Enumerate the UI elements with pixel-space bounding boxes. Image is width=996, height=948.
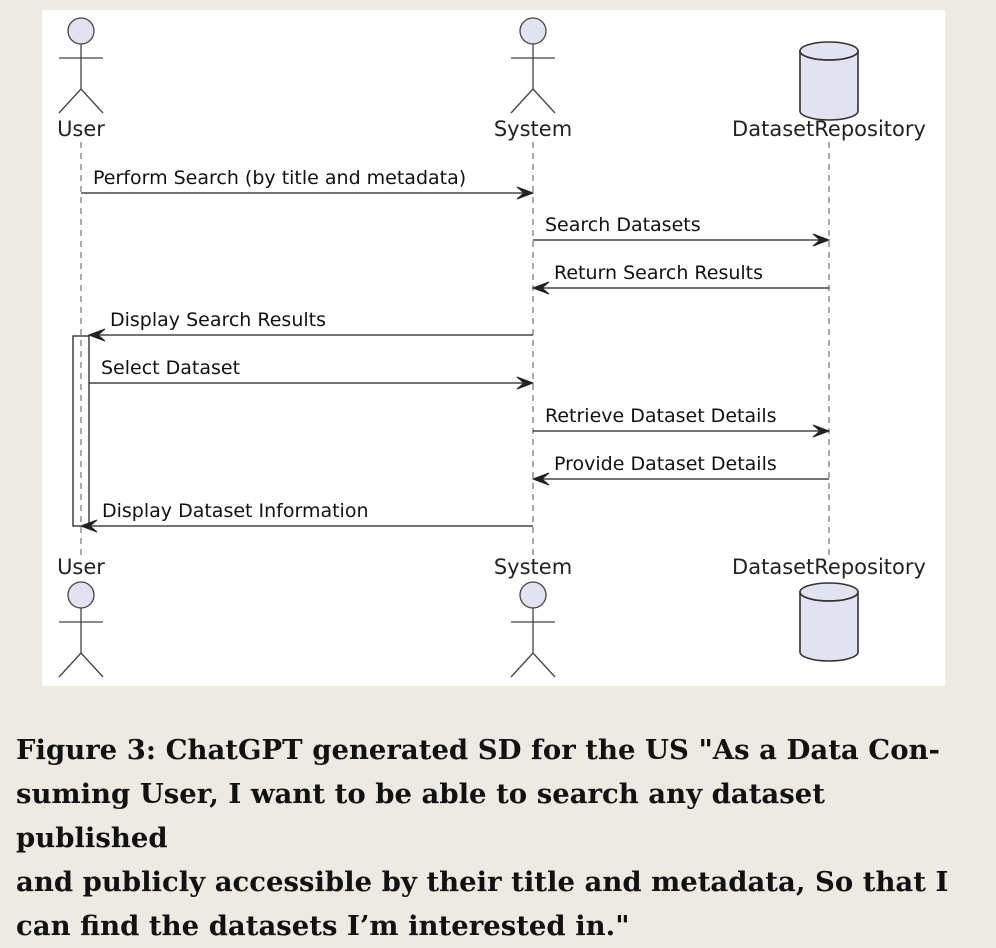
message-3: Display Search Results (87, 309, 533, 342)
database-body (799, 50, 859, 121)
caption-line: Figure 3: ChatGPT generated SD for the U… (16, 734, 940, 766)
actor-leg (510, 652, 534, 678)
caption-line: suming User, I want to be able to search… (16, 778, 825, 854)
message-1: Search Datasets (533, 214, 831, 247)
arrowhead (79, 519, 98, 533)
actor-leg (532, 652, 556, 678)
message-0: Perform Search (by title and metadata) (81, 167, 535, 200)
message-2: Return Search Results (531, 262, 829, 295)
database-rim (799, 50, 859, 61)
message-label: Select Dataset (101, 357, 240, 379)
actor-leg (510, 88, 534, 114)
user-actor-icon-bottom (58, 581, 104, 678)
arrowhead (812, 233, 831, 247)
message-5: Retrieve Dataset Details (533, 405, 831, 438)
arrowhead (87, 328, 106, 342)
participant-label-top: System (494, 117, 572, 141)
actor-head (519, 17, 547, 45)
figure-caption: Figure 3: ChatGPT generated SD for the U… (16, 728, 978, 948)
message-label: Return Search Results (554, 262, 763, 284)
actor-head (67, 17, 95, 45)
actor-leg (80, 652, 104, 678)
participant-label-top: User (57, 117, 105, 141)
repo-database-icon-bottom (799, 582, 859, 662)
actor-head (67, 581, 95, 609)
message-label: Search Datasets (545, 214, 701, 236)
message-label: Retrieve Dataset Details (545, 405, 777, 427)
participant-label-bottom: User (57, 555, 105, 579)
arrowhead (531, 472, 550, 486)
sequence-diagram: UserUserSystemSystemDatasetRepositoryDat… (57, 17, 926, 678)
arrowhead (516, 186, 535, 200)
system-actor-icon-bottom (510, 581, 556, 678)
database-rim (799, 591, 859, 602)
actor-head (519, 581, 547, 609)
user-actor-icon-top (58, 17, 104, 114)
actor-leg (532, 88, 556, 114)
actor-leg (58, 88, 82, 114)
arrowhead (812, 424, 831, 438)
message-label: Display Dataset Information (102, 500, 369, 522)
participant-label-bottom: System (494, 555, 572, 579)
system-actor-icon-top (510, 17, 556, 114)
actor-leg (58, 652, 82, 678)
message-4: Select Dataset (89, 357, 535, 390)
message-label: Display Search Results (110, 309, 326, 331)
caption-line: can find the datasets I’m interested in.… (16, 910, 630, 942)
caption-line: and publicly accessible by their title a… (16, 866, 949, 898)
participant-label-bottom: DatasetRepository (732, 555, 926, 579)
actor-leg (80, 88, 104, 114)
repo-database-icon-top (799, 41, 859, 121)
arrowhead (531, 281, 550, 295)
message-7: Display Dataset Information (79, 500, 533, 533)
message-6: Provide Dataset Details (531, 453, 829, 486)
participant-label-top: DatasetRepository (732, 117, 926, 141)
message-label: Perform Search (by title and metadata) (93, 167, 466, 189)
message-label: Provide Dataset Details (554, 453, 777, 475)
arrowhead (516, 376, 535, 390)
database-body (799, 591, 859, 662)
